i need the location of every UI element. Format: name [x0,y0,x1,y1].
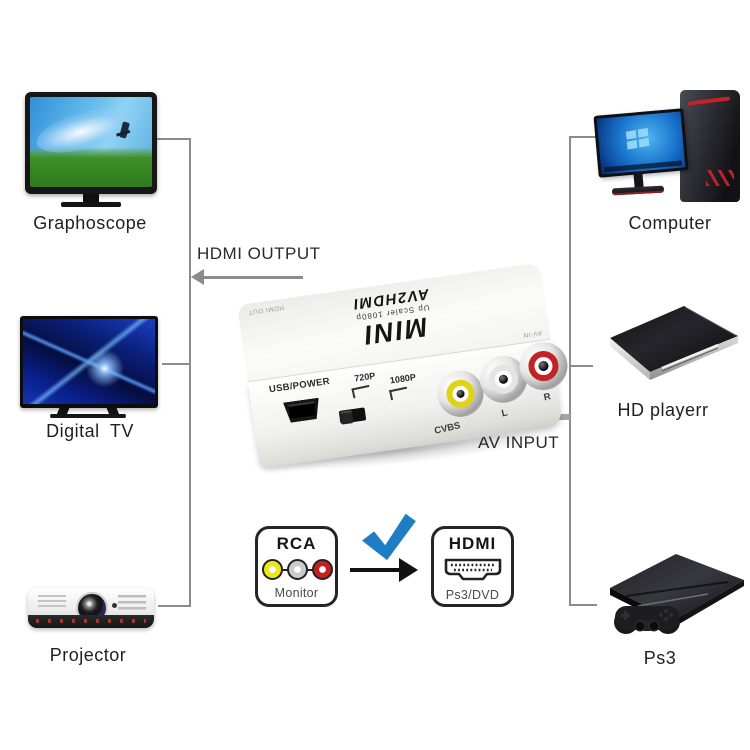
checkmark-icon [362,513,416,561]
ps3-label: Ps3 [643,648,677,668]
conversion-arrowhead-icon [399,558,418,582]
audio-right-label: R [542,391,552,404]
tv-screen [23,319,155,404]
tv-screen [30,97,152,187]
rca-white-plug-icon [286,559,308,580]
hd-player-connector-line [570,365,593,367]
rca-yellow-plug-icon [261,559,283,580]
computer-tower [680,90,740,202]
projector-sensor [112,603,117,608]
computer-monitor [593,108,689,178]
right-bracket-line [569,136,571,606]
av-input-label: AV INPUT [478,433,559,453]
hd-player-image [590,298,744,388]
hdmi-card: HDMI Ps3/DVD [431,526,514,607]
usb-port [283,398,322,424]
windows-logo-icon [625,129,637,140]
tv-frame [25,92,157,194]
hdmi-card-title: HDMI [448,534,497,553]
conversion-arrow-shaft [350,568,401,572]
computer-connector-line [570,136,596,138]
projector-vents [38,595,66,608]
tv-stand-neck [83,194,99,202]
left-bracket-line [189,138,191,607]
projector-connector-line [158,605,191,607]
ps3-controller [614,606,680,634]
rca-card: RCA Monitor [255,526,338,607]
hdmi-output-arrowhead-icon [191,269,204,285]
digital-tv-image [20,316,158,420]
digital-tv-label: Digital TV [46,421,134,441]
graphoscope-label: Graphoscope [33,213,147,233]
tv-stand-base [50,414,126,418]
tv-stand-base [61,202,121,207]
computer-image [593,88,744,208]
resolution-switch [338,407,367,424]
av-in-port-label: AV-IN [522,328,543,339]
monitor-stand-base [611,185,665,196]
ps3-graphic [610,554,744,634]
hdmi-card-subtitle: Ps3/DVD [445,588,500,602]
digital-tv-connector-line [162,363,191,365]
rca-card-title: RCA [276,534,317,553]
projector-front-band [28,615,154,628]
monitor-screen [596,111,686,175]
graphoscope-connector-line [155,138,191,140]
usb-power-label: USB/POWER [268,375,331,396]
graphoscope-image [25,92,157,210]
audio-left-label: L [500,407,509,420]
hdmi-output-arrow-shaft [202,276,303,279]
projector-vents [118,595,146,611]
ps3-connector-line [570,604,597,606]
hd-player-label: HD playerr [617,400,709,420]
720p-label: 720P [353,370,376,384]
computer-label: Computer [628,213,712,233]
projector-image [28,584,154,640]
rca-card-subtitle: Monitor [274,586,319,600]
ps3-image [596,544,750,648]
rca-connectors [261,559,333,581]
1080p-label: 1080P [389,371,417,386]
1080p-bracket [389,386,409,401]
projector-label: Projector [49,645,127,665]
hdmi-output-label: HDMI OUTPUT [197,244,321,263]
rca-red-plug-icon [311,559,333,580]
hd-player-graphic [610,306,738,380]
cvbs-label: CVBS [433,420,462,437]
cvbs-rca-jack [434,367,487,420]
720p-bracket [351,384,372,399]
hdmi-connector-icon [444,558,501,581]
tv-frame [20,316,158,408]
